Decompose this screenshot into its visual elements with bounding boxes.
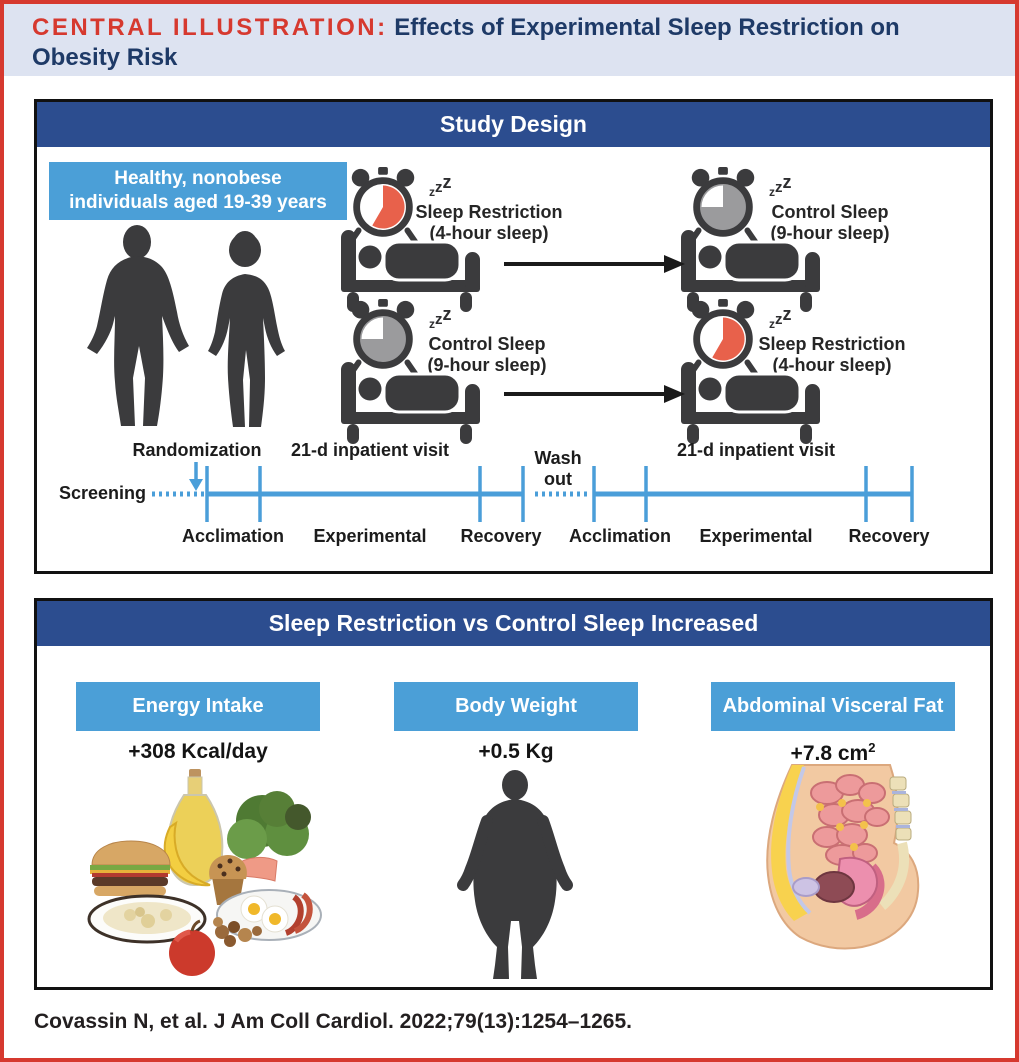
randomization-arrowhead-icon	[189, 479, 203, 491]
woman-silhouette-icon	[208, 231, 285, 427]
obese-body-silhouette-icon	[457, 770, 573, 979]
figure-title-line2: Obesity Risk	[32, 44, 178, 71]
outcomes-panel: Sleep Restriction vs Control Sleep Incre…	[34, 598, 993, 990]
sleep-zzz-icon: zzz	[769, 304, 792, 331]
phase-label-experimental-2: Experimental	[699, 526, 813, 546]
sleep-zzz-icon: zzz	[429, 304, 452, 331]
outcome-value-visceral-fat: +7.8 cm2	[790, 740, 876, 765]
inpatient-visit-label-right: 21-d inpatient visit	[676, 440, 836, 460]
phase-label-recovery-1: Recovery	[460, 526, 542, 546]
study-timeline	[152, 462, 914, 522]
crossover-arrow-icon	[502, 253, 687, 275]
spine	[878, 776, 912, 910]
screening-label: Screening	[59, 483, 147, 503]
study-design-panel: Study Design Healthy, nonobese individua…	[34, 99, 993, 574]
phase-label-recovery-2: Recovery	[848, 526, 930, 546]
pasta-plate-icon	[87, 894, 207, 944]
arm-label-2: Control Sleep (9-hour sleep)	[770, 202, 890, 243]
lettuce-icon	[227, 791, 311, 859]
abdominal-wall-line	[786, 766, 812, 915]
timeline-ticks	[205, 466, 914, 522]
nuts-icon	[213, 917, 262, 947]
population-line2: individuals aged 19-39 years	[69, 192, 327, 213]
washout-label: Wash out	[534, 448, 582, 489]
rectum	[854, 863, 885, 920]
arm-label-1: Sleep Restriction (4-hour sleep)	[415, 202, 563, 243]
sleep-zzz-icon: zzz	[429, 172, 452, 199]
man-silhouette-icon	[87, 225, 189, 426]
participants-silhouettes-icon	[87, 225, 285, 427]
population-line1: Healthy, nonobese	[114, 168, 282, 189]
outcome-value-body-weight: +0.5 Kg	[478, 740, 554, 763]
apple-icon	[169, 919, 215, 976]
outcome-card-visceral-fat: Abdominal Visceral Fat	[711, 682, 955, 731]
phase-label-acclimation-1: Acclimation	[181, 526, 285, 546]
outcome-card-body-weight: Body Weight	[394, 682, 638, 731]
phase-label-experimental-1: Experimental	[313, 526, 427, 546]
outcome-card-energy-intake: Energy Intake	[76, 682, 320, 731]
inpatient-visit-label-left: 21-d inpatient visit	[290, 440, 450, 460]
arm-label-3: Control Sleep (9-hour sleep)	[427, 334, 547, 375]
food-collage-icon	[87, 769, 322, 976]
outcome-value-energy-intake: +308 Kcal/day	[128, 740, 268, 763]
population-box: Healthy, nonobese individuals aged 19-39…	[49, 162, 347, 220]
eggs-bacon-plate-icon	[216, 889, 322, 941]
header-band	[4, 4, 1015, 76]
sleep-zzz-icon: zzz	[769, 172, 792, 199]
subcutaneous-fat-layer	[771, 765, 808, 921]
figure-title-line1: Effects of Experimental Sleep Restrictio…	[394, 14, 900, 41]
muffin-icon	[209, 855, 247, 905]
crossover-arrow-icon	[502, 383, 687, 405]
phase-label-acclimation-2: Acclimation	[568, 526, 672, 546]
figure-title: CENTRAL ILLUSTRATION: Effects of Experim…	[32, 13, 992, 73]
citation: Covassin N, et al. J Am Coll Cardiol. 20…	[34, 1010, 632, 1033]
arm-label-4: Sleep Restriction (4-hour sleep)	[758, 334, 906, 375]
hamburger-icon	[90, 840, 171, 896]
study-design-panel-title: Study Design	[37, 102, 990, 147]
abdominal-cross-section-icon	[766, 764, 920, 950]
pubic-bone	[792, 877, 820, 897]
bed-sleeper-icon	[679, 362, 822, 446]
bed-sleeper-icon	[339, 362, 482, 446]
figure-eyebrow-label: CENTRAL ILLUSTRATION:	[32, 14, 388, 41]
visceral-fat-pockets	[816, 799, 871, 851]
outcomes-panel-title: Sleep Restriction vs Control Sleep Incre…	[37, 601, 990, 646]
